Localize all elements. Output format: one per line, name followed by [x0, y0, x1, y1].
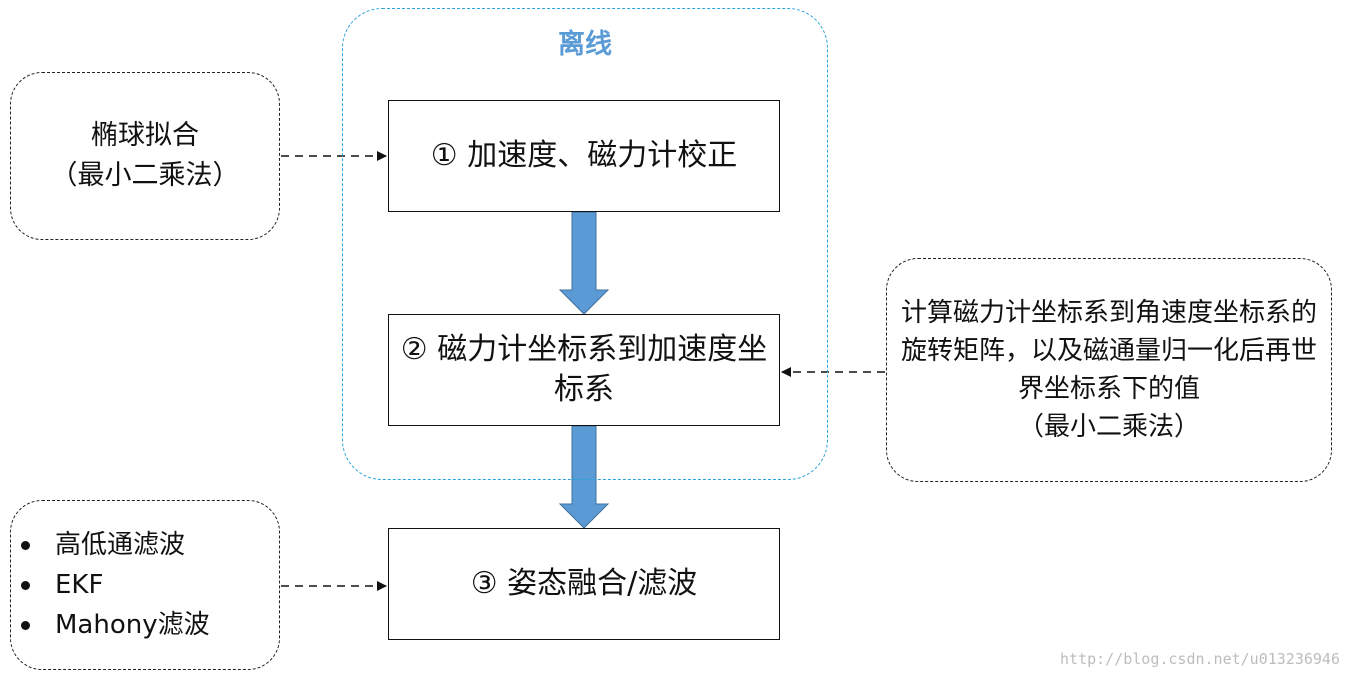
- offline-group-boundary: [342, 8, 828, 480]
- step-calibration-label: ① 加速度、磁力计校正: [430, 138, 738, 173]
- flow-arrow-step2-to-step3: [558, 425, 610, 529]
- bullet-icon: [21, 581, 30, 590]
- note-ellipsoid-fit-method: （最小二乘法）: [50, 160, 240, 191]
- step-fusion-filter-box: ③ 姿态融合/滤波: [388, 528, 780, 640]
- note-ellipsoid-fit-title: 椭球拟合: [91, 120, 199, 151]
- flow-arrow-step1-to-step2: [558, 211, 610, 315]
- filter-method-label: Mahony滤波: [55, 610, 210, 640]
- step-calibration-box: ① 加速度、磁力计校正: [388, 100, 780, 212]
- filter-method-label: EKF: [55, 570, 104, 600]
- offline-group-label: 离线: [558, 29, 612, 60]
- step-coordinate-transform-box: ② 磁力计坐标系到加速度坐标系: [388, 314, 780, 426]
- list-item: EKF: [21, 565, 210, 605]
- list-item: 高低通滤波: [21, 525, 210, 565]
- bullet-icon: [21, 621, 30, 630]
- step-fusion-filter-label: ③ 姿态融合/滤波: [470, 566, 698, 601]
- note-rotation-matrix: 计算磁力计坐标系到角速度坐标系的旋转矩阵，以及磁通量归一化后再世界坐标系下的值 …: [886, 258, 1332, 482]
- bullet-icon: [21, 541, 30, 550]
- note-ellipsoid-fit: 椭球拟合 （最小二乘法）: [10, 72, 280, 240]
- step-coordinate-transform-label: ② 磁力计坐标系到加速度坐标系: [400, 332, 768, 407]
- list-item: Mahony滤波: [21, 605, 210, 645]
- filter-method-label: 高低通滤波: [55, 530, 186, 560]
- filter-methods-list: 高低通滤波 EKF Mahony滤波: [11, 525, 210, 645]
- note-rotation-matrix-method: （最小二乘法）: [1017, 412, 1200, 442]
- watermark-url: http://blog.csdn.net/u013236946: [1060, 650, 1340, 668]
- note-filter-methods: 高低通滤波 EKF Mahony滤波: [10, 500, 280, 670]
- note-rotation-matrix-text: 计算磁力计坐标系到角速度坐标系的旋转矩阵，以及磁通量归一化后再世界坐标系下的值: [900, 298, 1317, 404]
